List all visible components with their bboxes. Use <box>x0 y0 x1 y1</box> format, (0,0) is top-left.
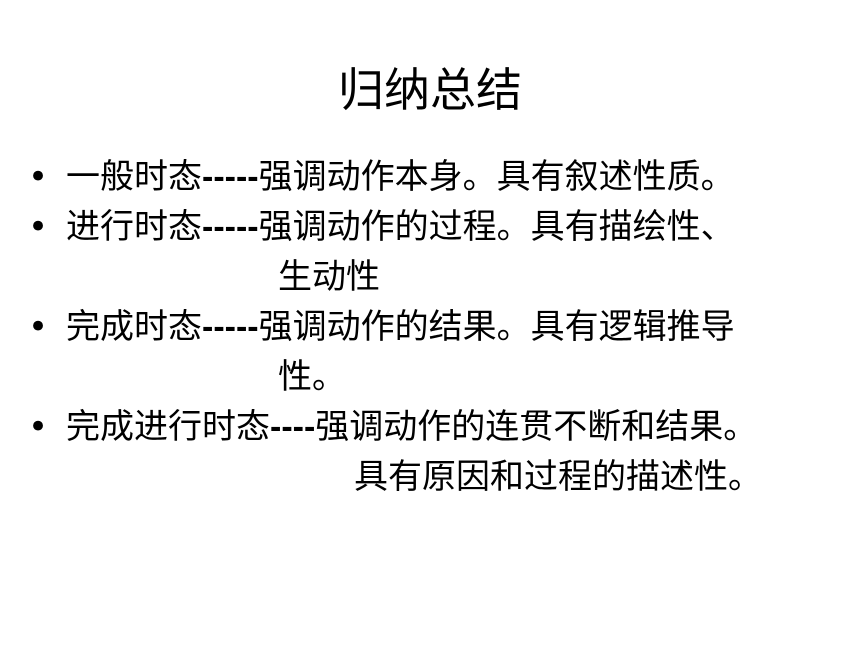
list-item: • 一般时态-----强调动作本身。具有叙述性质。 <box>28 152 858 202</box>
tense-description: 强调动作的连贯不断和结果。 <box>315 407 758 447</box>
tense-description: 强调动作的结果。具有逻辑推导 <box>258 307 735 347</box>
tense-description-continued: 具有原因和过程的描述性。 <box>354 457 762 497</box>
list-item: • 完成时态-----强调动作的结果。具有逻辑推导 性。 <box>28 302 858 402</box>
bullet-dot: • <box>28 157 49 197</box>
list-item: • 完成进行时态----强调动作的连贯不断和结果。 具有原因和过程的描述性。 <box>28 402 858 502</box>
dash-separator: ---- <box>270 408 316 446</box>
dash-separator: ----- <box>202 158 259 196</box>
bullet-dot: • <box>28 407 49 447</box>
bullet-list: • 一般时态-----强调动作本身。具有叙述性质。 • 进行时态-----强调动… <box>28 152 858 502</box>
tense-description: 强调动作本身。具有叙述性质。 <box>258 157 735 197</box>
tense-description: 强调动作的过程。具有描绘性、 <box>258 207 735 247</box>
tense-term: 进行时态 <box>66 207 202 247</box>
tense-term: 完成时态 <box>66 307 202 347</box>
slide-title: 归纳总结 <box>338 63 522 117</box>
list-item: • 进行时态-----强调动作的过程。具有描绘性、 生动性 <box>28 202 858 302</box>
tense-description-continued: 性。 <box>278 357 346 397</box>
tense-term: 完成进行时态 <box>66 407 270 447</box>
tense-term: 一般时态 <box>66 157 202 197</box>
tense-description-continued: 生动性 <box>278 257 380 297</box>
dash-separator: ----- <box>202 308 259 346</box>
bullet-dot: • <box>28 207 49 247</box>
dash-separator: ----- <box>202 208 259 246</box>
bullet-dot: • <box>28 307 49 347</box>
